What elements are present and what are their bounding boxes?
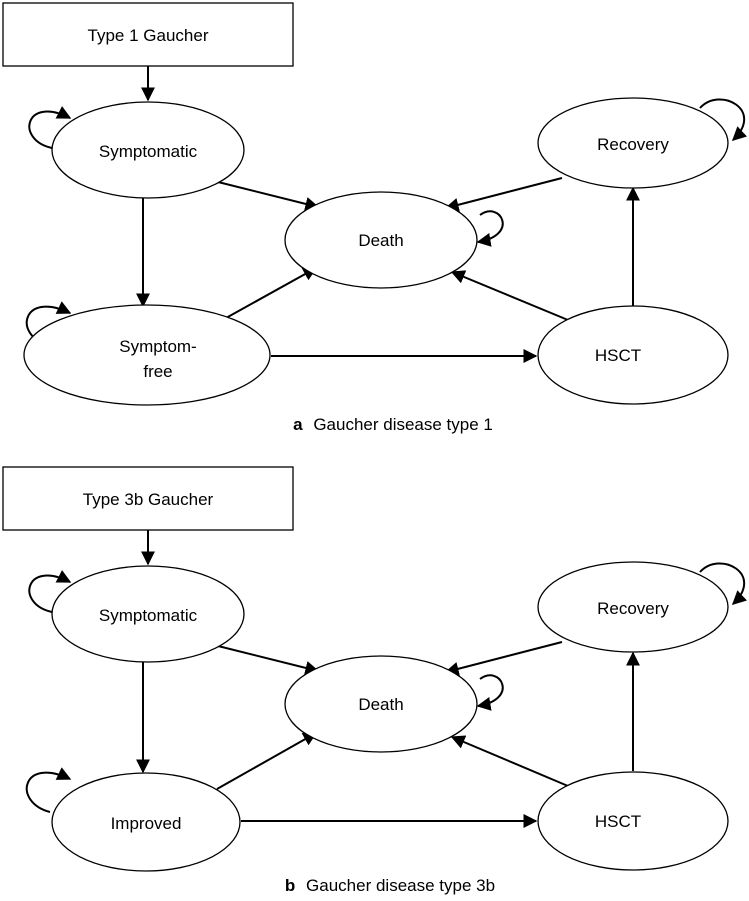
node-recovery-label: Recovery xyxy=(597,135,669,154)
node-start-label-b: Type 3b Gaucher xyxy=(83,490,214,509)
edge-symptomatic-to-death xyxy=(217,181,320,211)
node-recovery-b xyxy=(537,561,729,653)
self-loop-recovery xyxy=(699,98,747,141)
node-death xyxy=(284,191,478,289)
node-hsct-b xyxy=(537,771,729,871)
self-loop-improved xyxy=(25,767,72,813)
node-start-box-b xyxy=(2,466,294,531)
node-symptomatic-label-b: Symptomatic xyxy=(99,606,198,625)
caption-b-text: Gaucher disease type 3b xyxy=(306,876,495,895)
caption-a-text: Gaucher disease type 1 xyxy=(313,415,493,434)
node-symptomatic-label: Symptomatic xyxy=(99,142,198,161)
node-improved xyxy=(51,772,241,872)
node-symptomatic-b xyxy=(51,565,245,663)
diagram-b: Type 3b Gaucher Symptomatic Death Recove… xyxy=(2,466,747,895)
self-loop-symptomatic xyxy=(28,106,72,149)
node-hsct-label: HSCT xyxy=(595,346,641,365)
node-symptom-free-label-line1: Symptom- xyxy=(119,337,196,356)
node-improved-label: Improved xyxy=(111,814,182,833)
node-recovery xyxy=(537,97,729,189)
edge-hsct-to-death xyxy=(450,270,569,321)
self-loop-recovery-b xyxy=(699,562,747,605)
node-symptom-free xyxy=(23,304,271,406)
edge-recovery-to-death xyxy=(444,177,563,212)
node-symptom-free-label-line2: free xyxy=(143,362,172,381)
node-death-label-b: Death xyxy=(358,695,403,714)
diagram-a: Type 1 Gaucher Symptomatic Death Recover… xyxy=(2,2,747,434)
edge-symptomatic-to-death-b xyxy=(217,645,320,675)
node-hsct xyxy=(537,305,729,405)
self-loop-death-b xyxy=(476,674,504,711)
caption-a: a Gaucher disease type 1 xyxy=(293,415,493,434)
node-hsct-label-b: HSCT xyxy=(595,812,641,831)
caption-b: b Gaucher disease type 3b xyxy=(285,876,495,895)
edge-symptom-free-to-death xyxy=(216,267,318,324)
node-start-label: Type 1 Gaucher xyxy=(88,26,209,45)
self-loop-death xyxy=(476,210,504,247)
edge-hsct-to-death-b xyxy=(450,735,569,787)
self-loop-symptomatic-b xyxy=(28,570,72,613)
node-symptomatic xyxy=(51,101,245,199)
node-start-box xyxy=(2,2,294,67)
caption-a-letter: a xyxy=(293,415,303,434)
caption-b-letter: b xyxy=(285,876,295,895)
edge-improved-to-death xyxy=(216,732,318,790)
node-death-label: Death xyxy=(358,231,403,250)
node-death-b xyxy=(284,655,478,753)
node-recovery-label-b: Recovery xyxy=(597,599,669,618)
edge-recovery-to-death-b xyxy=(444,641,563,676)
